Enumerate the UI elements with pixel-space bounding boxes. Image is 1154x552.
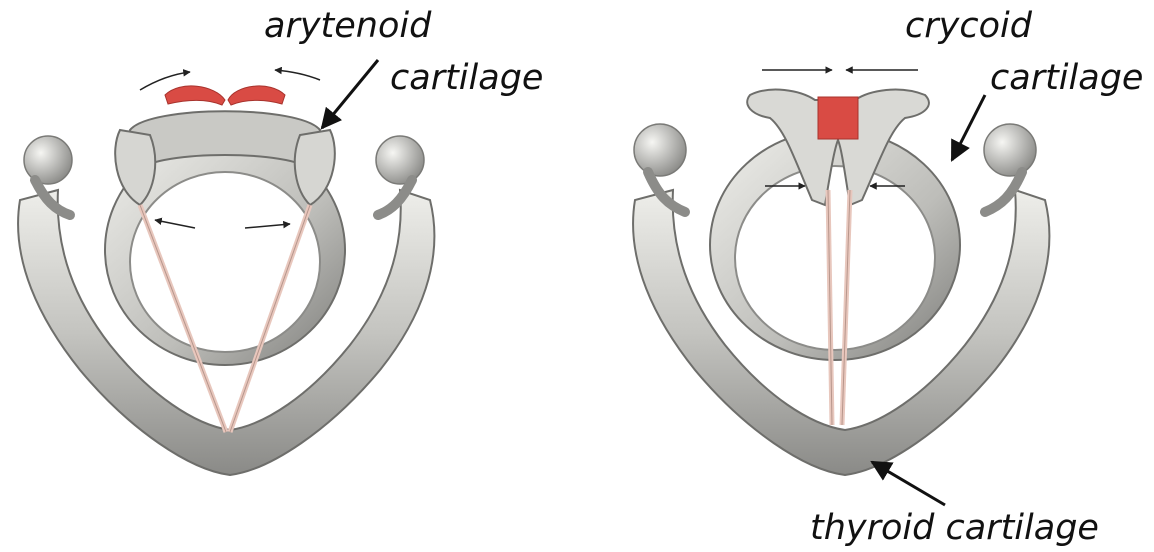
left-thyroid-horn-right [376, 136, 424, 184]
arytenoid-pointer-arrow [322, 60, 378, 128]
left-larynx [18, 60, 434, 475]
arytenoid-label-line1: arytenoid [264, 6, 431, 46]
right-thyroid-horn-right [984, 124, 1036, 176]
left-muscle-r [228, 86, 285, 105]
right-larynx [633, 70, 1049, 505]
crycoid-label-line2: cartilage [990, 58, 1143, 98]
left-top-arrow-r [275, 70, 320, 80]
arytenoid-label-line2: cartilage [390, 58, 543, 98]
thyroid-pointer-arrow [872, 462, 945, 505]
right-muscle [818, 97, 858, 139]
right-thyroid-horn-left [634, 124, 686, 176]
crycoid-pointer-arrow [952, 95, 985, 160]
thyroid-label: thyroid cartilage [810, 508, 1099, 548]
left-muscle-l [165, 86, 225, 105]
crycoid-label-line1: crycoid [905, 6, 1032, 46]
